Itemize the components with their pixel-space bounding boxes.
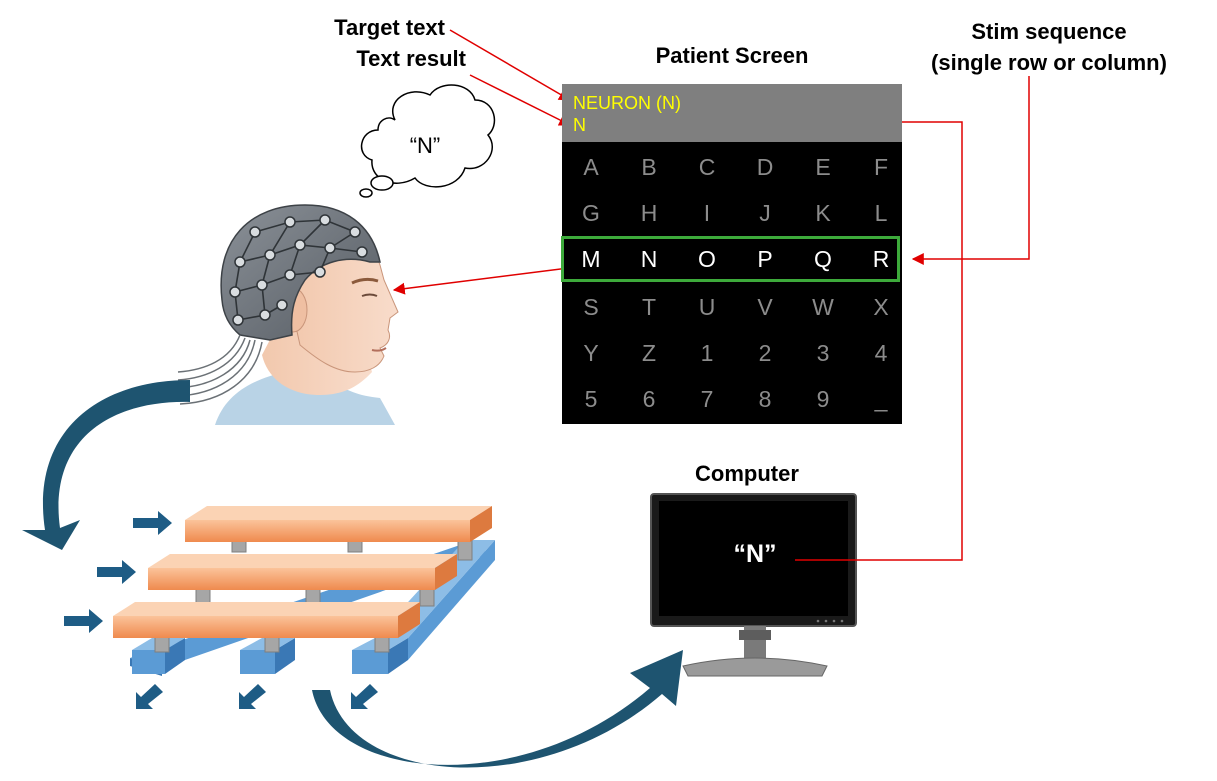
grid-cell: O xyxy=(698,246,716,272)
curved-arrow-decoder-to-computer xyxy=(312,650,683,768)
screen-header: NEURON (N) N xyxy=(562,84,902,142)
highlighted-row-box xyxy=(561,236,900,282)
thought-bubble xyxy=(359,84,496,198)
target-text-label: Target text xyxy=(334,15,445,40)
grid-cell: 6 xyxy=(642,386,656,412)
grid-cell: N xyxy=(640,246,658,272)
grid-cell: _ xyxy=(874,386,888,412)
grid-cell: 4 xyxy=(874,340,888,366)
patient-screen-title: Patient Screen xyxy=(655,43,809,68)
grid-cell: S xyxy=(583,294,599,320)
curved-arrow-eeg-to-decoder xyxy=(22,380,190,550)
grid-cell: D xyxy=(756,154,774,180)
result-text-display: N xyxy=(573,115,586,135)
grid-cell: 5 xyxy=(584,386,598,412)
grid-cell: Z xyxy=(641,340,657,366)
text-result-label: Text result xyxy=(356,46,466,71)
text-result-arrow xyxy=(469,74,572,126)
grid-cell: X xyxy=(873,294,889,320)
target-text-arrow xyxy=(449,29,572,101)
grid-cell: L xyxy=(874,200,888,226)
grid-cell: U xyxy=(698,294,716,320)
grid-cell: V xyxy=(757,294,773,320)
grid-cell: 9 xyxy=(816,386,830,412)
grid-cell: J xyxy=(759,200,771,226)
thought-text: “N” xyxy=(409,133,441,158)
grid-cell: H xyxy=(640,200,658,226)
grid-cell: R xyxy=(872,246,890,272)
computer-label: Computer xyxy=(695,461,799,486)
grid-cell: B xyxy=(641,154,657,180)
grid-cell: Q xyxy=(814,246,832,272)
grid-cell: C xyxy=(698,154,716,180)
grid-cell: 3 xyxy=(816,340,830,366)
grid-cell: I xyxy=(703,200,711,226)
grid-cell: A xyxy=(583,154,599,180)
grid-cell: T xyxy=(641,294,657,320)
grid-cell: 7 xyxy=(700,386,714,412)
stim-sequence-line-2: (single row or column) xyxy=(931,50,1167,75)
target-text-display: NEURON (N) xyxy=(573,93,681,113)
grid-cell: M xyxy=(581,246,601,272)
grid-cell: 8 xyxy=(758,386,772,412)
grid-cell: G xyxy=(582,200,600,226)
eeg-electrodes xyxy=(229,214,368,326)
patient-screen: NEURON (N) N A B C D E F G H I J K L M N O P Q R S T U V W X Y Z 1… xyxy=(562,84,902,424)
grid-cell: K xyxy=(815,200,831,226)
grid-cell: F xyxy=(873,154,889,180)
stim-sequence-arrow xyxy=(911,76,1030,265)
grid-cell: P xyxy=(757,246,773,272)
stim-sequence-line-1: Stim sequence xyxy=(971,19,1127,44)
monitor-text: “N” xyxy=(733,540,777,568)
neural-network-crossbar xyxy=(64,506,495,709)
grid-cell: W xyxy=(812,294,834,320)
eeg-head-illustration xyxy=(177,204,399,425)
stim-sequence-label: Stim sequence (single row or column) xyxy=(905,16,1193,78)
computer-monitor xyxy=(650,493,857,677)
grid-cell: 1 xyxy=(700,340,714,366)
grid-cell: Y xyxy=(583,340,599,366)
grid-cell: E xyxy=(815,154,831,180)
grid-cell: 2 xyxy=(758,340,772,366)
